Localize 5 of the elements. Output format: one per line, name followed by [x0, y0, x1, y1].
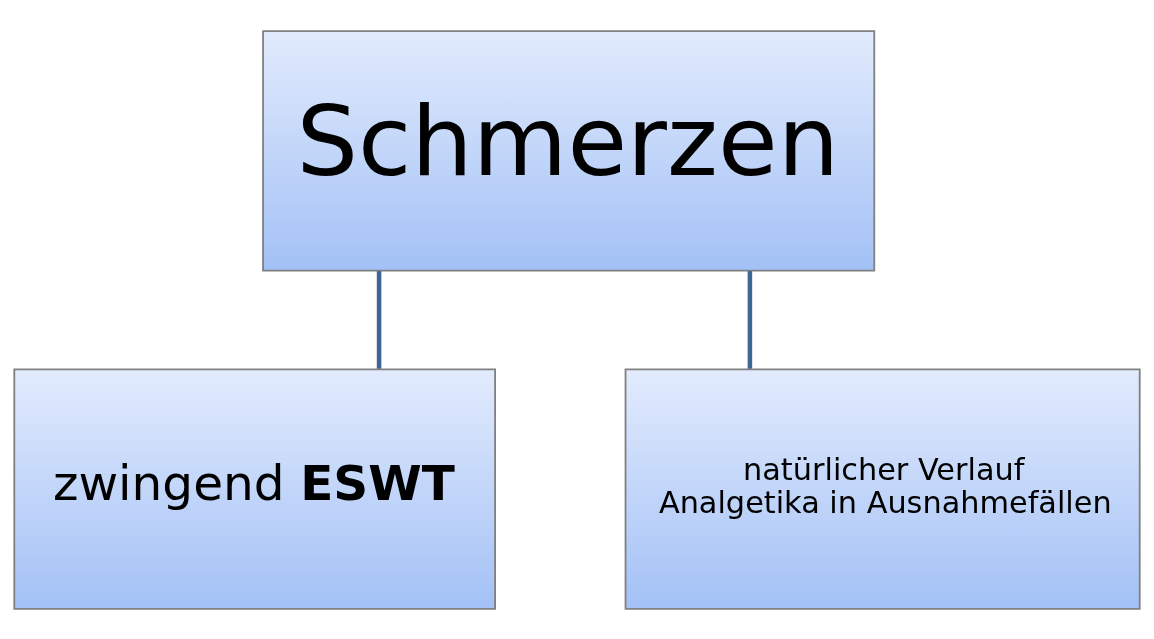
node-box: Schmerzen	[262, 29, 876, 272]
node-box: zwingend ESWT	[13, 367, 496, 610]
connector	[747, 270, 753, 369]
connector	[376, 270, 382, 369]
node-box: natürlicher Verlauf Analgetika in Ausnahmefällen	[624, 367, 1141, 610]
